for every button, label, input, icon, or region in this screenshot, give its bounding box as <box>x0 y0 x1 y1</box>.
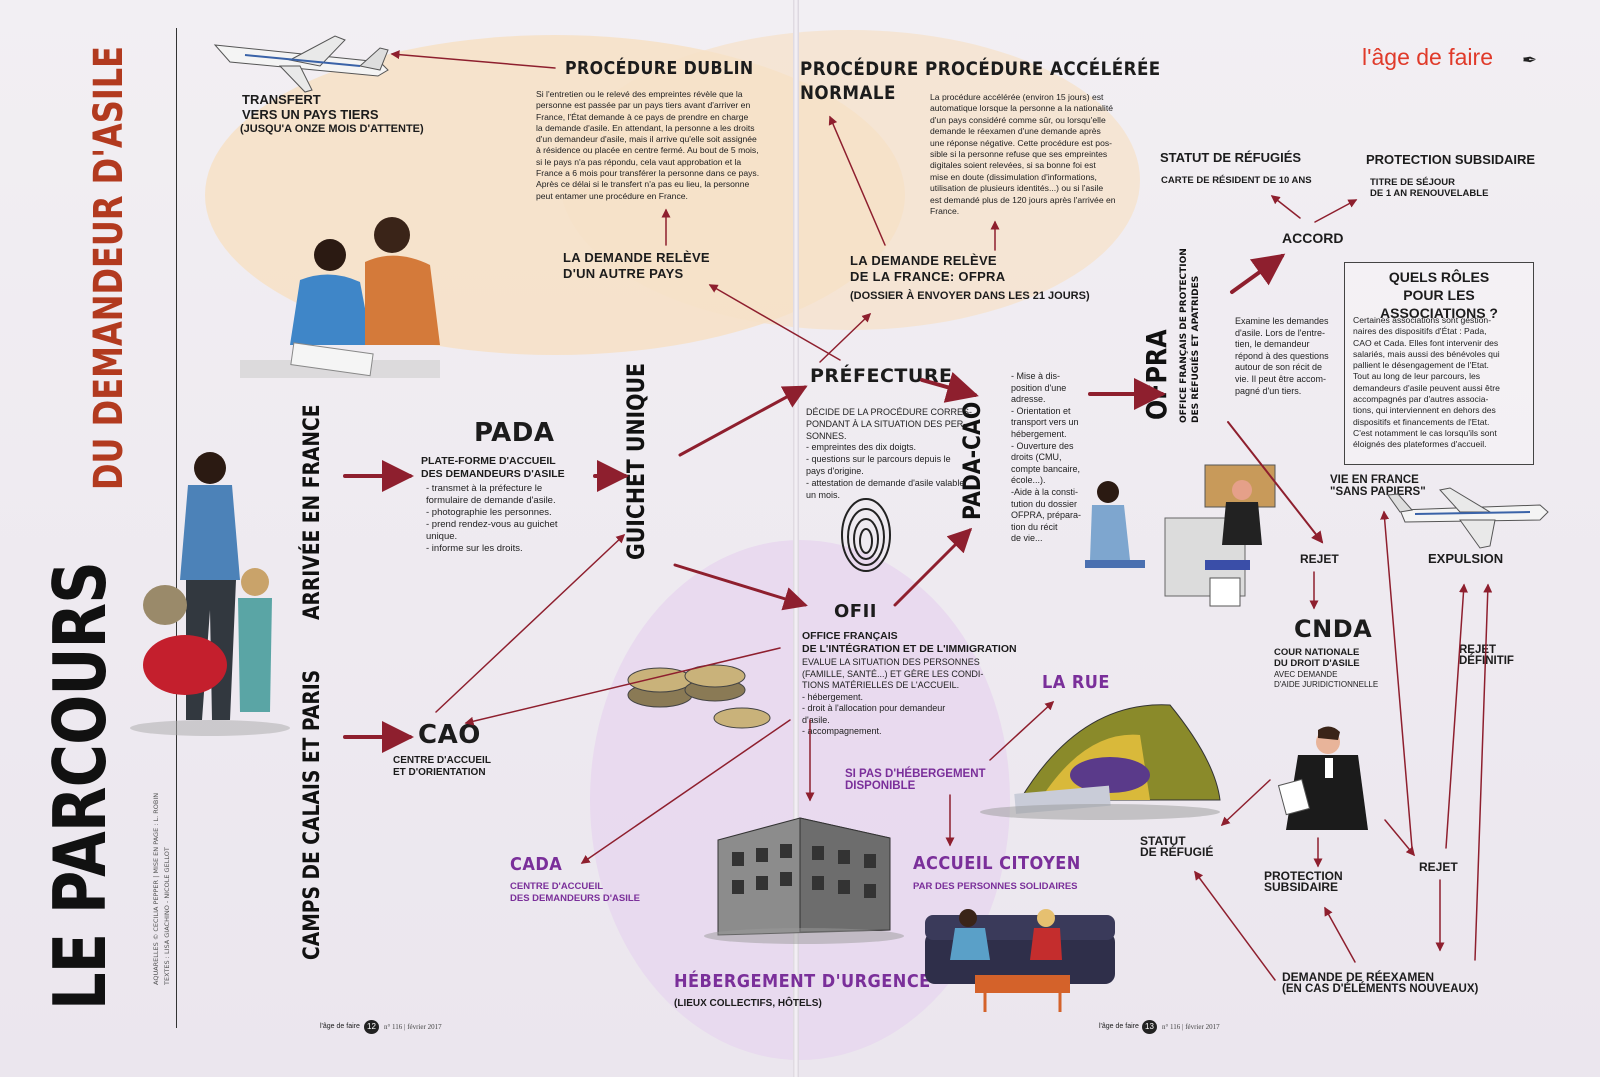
arrow-ofpra-accord <box>1230 253 1286 294</box>
expulsion-label: EXPULSION <box>1428 551 1504 566</box>
arrow-reexamen-expulsion <box>1474 583 1493 961</box>
associations-box <box>1344 262 1534 465</box>
lawyer-illustration <box>1277 726 1368 830</box>
prefecture-title: PRÉFECTURE <box>810 365 953 387</box>
arrow-ofii-padacao <box>893 527 973 607</box>
demande-france-sub: (DOSSIER À ENVOYER DANS LES 21 JOURS) <box>850 290 1090 302</box>
footer-left-brand: l'âge de faire <box>320 1023 360 1030</box>
accueil-citoyen-sub: PAR DES PERSONNES SOLIDAIRES <box>913 881 1078 892</box>
arrow-rejet-expulsion <box>1445 583 1468 849</box>
arrow-dublin-transfert <box>390 50 556 69</box>
procedure-normale-title: PROCÉDURE NORMALE <box>800 58 919 104</box>
ofii-subtitle: OFFICE FRANÇAIS DE L'INTÉGRATION ET DE L… <box>802 630 1017 655</box>
coins-illustration <box>627 664 771 729</box>
sans-papiers-label: VIE EN FRANCE "SANS PAPIERS" <box>1330 474 1426 498</box>
accord-label: ACCORD <box>1282 230 1344 246</box>
la-rue-title: LA RUE <box>1042 672 1110 693</box>
ofii-title: OFII <box>834 601 877 622</box>
title-rule <box>176 28 177 1028</box>
arrow-sipas-rue <box>989 700 1055 761</box>
hebergement-sub: (LIEUX COLLECTIFS, HÔTELS) <box>674 998 822 1009</box>
cada-subtitle: CENTRE D'ACCUEIL DES DEMANDEURS D'ASILE <box>510 881 640 904</box>
footer-left-page: 12 <box>364 1020 379 1034</box>
protection-subsidiaire-sub: TITRE DE SÉJOUR DE 1 AN RENOUVELABLE <box>1370 177 1489 199</box>
protection-subsidiaire-title: PROTECTION SUBSIDAIRE <box>1366 152 1536 167</box>
footer-right-brand: l'âge de faire <box>1099 1023 1139 1030</box>
pada-title: PADA <box>474 418 555 448</box>
rejet-label-2: REJET <box>1419 860 1458 874</box>
protection-subsidiaire-label-2: PROTECTION SUBSIDAIRE <box>1264 869 1343 894</box>
arrow-cao-guichet <box>435 533 626 713</box>
dublin-title: PROCÉDURE DUBLIN <box>565 58 754 79</box>
arrow-prefecture-france <box>819 312 872 363</box>
transfert-title: TRANSFERT VERS UN PAYS TIERS <box>242 92 379 122</box>
ofii-body: EVALUE LA SITUATION DES PERSONNES (FAMIL… <box>802 657 984 736</box>
arrow-france-normale <box>828 115 886 246</box>
cao-subtitle: CENTRE D'ACCUEIL ET D'ORIENTATION <box>393 755 491 778</box>
fingerprint-icon <box>841 498 891 572</box>
arrow-ofpra-rejet <box>1227 421 1324 544</box>
prefecture-body: DÉCIDE DE LA PROCÉDURE CORRES- PONDANT À… <box>806 407 973 500</box>
demande-france-title: LA DEMANDE RELÈVE DE LA FRANCE: OFPRA <box>850 253 1006 284</box>
airplane-icon-expulsion <box>1387 487 1549 549</box>
arrow-prefecture-padacao <box>920 371 979 403</box>
brand-logo: l'âge de faire <box>1362 44 1493 70</box>
cnda-title: CNDA <box>1294 615 1373 643</box>
accueil-citoyen-title: ACCUEIL CITOYEN <box>913 853 1081 874</box>
transfert-sub: (JUSQU'A ONZE MOIS D'ATTENTE) <box>240 123 424 135</box>
sofa-people-illustration <box>925 909 1115 1012</box>
reexamen-title: DEMANDE DE RÉEXAMEN <box>1282 970 1435 984</box>
statut-refugie-label-2: STATUT DE RÉFUGIÉ <box>1140 834 1214 859</box>
arrow-ofii-cao <box>464 647 781 726</box>
building-illustration <box>704 817 904 944</box>
cnda-subtitle: COUR NATIONALE DU DROIT D'ASILE <box>1274 647 1360 669</box>
cada-title: CADA <box>510 854 563 875</box>
pada-body: - transmet à la préfecture le formulaire… <box>426 483 558 554</box>
footer-left-issue: n° 116 | février 2017 <box>384 1023 442 1031</box>
arrow-ofii-cada <box>580 719 791 864</box>
arrow-accord-protection <box>1314 199 1358 223</box>
associations-title: QUELS RÔLES POUR LES ASSOCIATIONS ? <box>1380 269 1498 321</box>
pada-subtitle: PLATE-FORME D'ACCUEIL DES DEMANDEURS D'A… <box>421 455 565 480</box>
arrow-cnda-rejet <box>1384 819 1415 857</box>
dublin-body: Si l'entretien ou le relevé des empreint… <box>536 89 760 201</box>
reexamen-sub: (EN CAS D'ÉLÉMENTS NOUVEAUX) <box>1282 983 1479 995</box>
hebergement-title: HÉBERGEMENT D'URGENCE <box>674 971 931 992</box>
cnda-sub2: AVEC DEMANDE D'AIDE JURIDICTIONNELLE <box>1274 670 1379 689</box>
procedure-acceleree-title: PROCÉDURE ACCÉLÉRÉE <box>925 58 1161 80</box>
peach-background-shape-2 <box>560 30 1140 330</box>
arrow-guichet-prefecture <box>678 385 808 457</box>
footer-right-issue: n° 116 | février 2017 <box>1162 1023 1220 1031</box>
rejet-label-1: REJET <box>1300 552 1339 566</box>
arrow-rejet-sans-papiers <box>1380 510 1413 849</box>
arrow-guichet-ofii <box>673 563 808 611</box>
tent-illustration <box>980 704 1221 820</box>
statut-refugies-sub: CARTE DE RÉSIDENT DE 10 ANS <box>1161 175 1312 186</box>
page-fold <box>793 0 799 1077</box>
arrow-prefecture-autre-pays <box>708 284 841 361</box>
associations-body: Certaines associations sont gestion- nai… <box>1353 315 1500 450</box>
arrow-reexamen-protection <box>1324 906 1356 963</box>
logo-pen-icon: ✒ <box>1522 50 1538 71</box>
statut-refugies-title: STATUT DE RÉFUGIÉS <box>1160 150 1302 165</box>
arrow-cnda-statut <box>1220 779 1271 827</box>
demande-autre-pays: LA DEMANDE RELÈVE D'UN AUTRE PAYS <box>563 250 710 281</box>
arrow-reexamen-statut <box>1194 870 1276 981</box>
migrant-family-illustration <box>130 452 290 736</box>
pada-cao-body: - Mise à dis- position d'une adresse. - … <box>1011 371 1082 544</box>
arrow-accord-statut <box>1270 195 1301 219</box>
airplane-icon <box>213 35 389 93</box>
rejet-definitif-label: REJET DÉFINITIF <box>1459 644 1514 667</box>
ofpra-body: Examine les demandes d'asile. Lors de l'… <box>1235 316 1329 396</box>
si-pas-hebergement: SI PAS D'HÉBERGEMENT DISPONIBLE <box>845 768 986 792</box>
people-signing-illustration <box>240 217 440 378</box>
footer-right-page: 13 <box>1142 1020 1157 1034</box>
procedure-acceleree-body: La procédure accélérée (environ 15 jours… <box>930 92 1116 217</box>
office-interview-illustration <box>1085 464 1276 607</box>
